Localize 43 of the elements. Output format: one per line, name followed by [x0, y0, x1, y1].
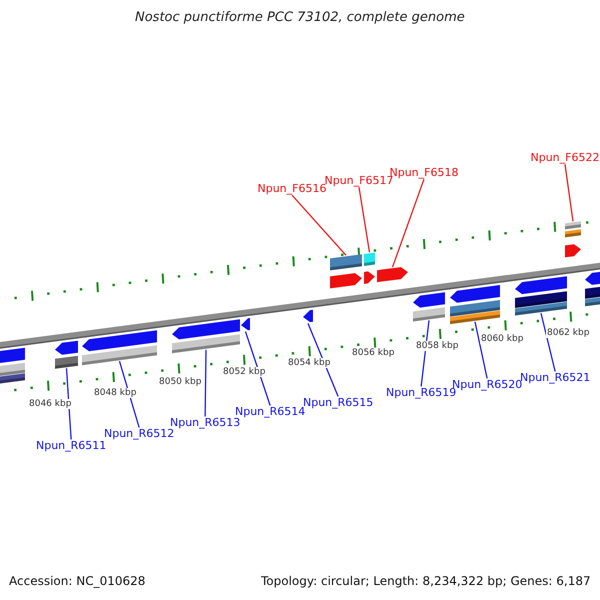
scale-label: 8048 kbp — [93, 388, 138, 398]
gene-block — [303, 310, 313, 322]
gene-block — [565, 221, 581, 258]
scale-label: 8060 kbp — [480, 334, 524, 344]
scale-label: 8058 kbp — [415, 341, 460, 352]
leader-line — [118, 361, 140, 428]
gene-block — [364, 252, 375, 284]
gene-label: Npun_R6513 — [170, 416, 240, 430]
scale-label: 8050 kbp — [158, 377, 202, 388]
scale-label: 8052 kbp — [222, 367, 266, 378]
genome-info-text: Topology: circular; Length: 8,234,322 bp; Genes: 6,187 — [261, 575, 591, 589]
scale-label: 8046 kbp — [28, 399, 72, 410]
gene-label: Npun_R6512 — [104, 428, 174, 440]
gene-label: Npun_R6511 — [36, 440, 106, 452]
leader-line — [358, 187, 370, 252]
gene-block — [0, 348, 25, 385]
leader-line — [474, 322, 488, 379]
leader-line — [420, 320, 430, 387]
gene-label: Npun_R6514 — [235, 406, 306, 418]
leader-line — [540, 312, 556, 372]
title: Nostoc punctiforme PCC 73102, complete genome — [135, 10, 465, 26]
gene-block — [515, 276, 567, 316]
gene-label: Npun_F6522 — [530, 152, 600, 164]
leader-line — [292, 194, 346, 256]
scale-label: 8062 kbp — [546, 328, 590, 338]
leader-line — [392, 178, 425, 268]
gene-label: Npun_R6515 — [303, 396, 374, 410]
gene-block — [377, 267, 408, 282]
scale-label: 8054 kbp — [287, 358, 332, 368]
gene-block — [413, 292, 445, 322]
gene-block — [330, 254, 362, 288]
leader-line — [307, 323, 339, 397]
scale-label: 8056 kbp — [351, 348, 396, 358]
gene-label: Npun_F6516 — [258, 182, 326, 196]
leader-line — [564, 164, 574, 222]
leader-line — [244, 331, 271, 406]
gene-label: Npun_R6521 — [520, 372, 590, 384]
gene-block — [55, 340, 78, 369]
gene-block — [585, 270, 600, 306]
accession-text: Accession: NC_010628 — [9, 575, 146, 589]
gene-block — [450, 285, 500, 324]
gene-block — [82, 330, 157, 366]
gene-block — [172, 319, 240, 354]
